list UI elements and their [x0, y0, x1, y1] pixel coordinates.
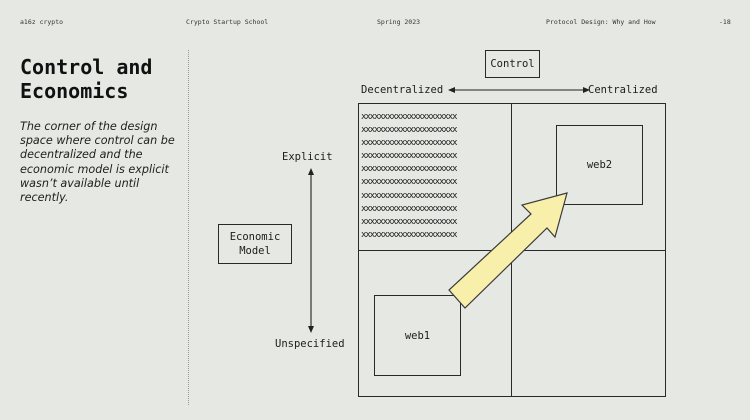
course-label: Crypto Startup School	[186, 18, 269, 26]
x-pattern-row: xxxxxxxxxxxxxxxxxxxxxx	[361, 215, 457, 227]
x-pattern-row: xxxxxxxxxxxxxxxxxxxxxx	[361, 176, 457, 188]
x-pattern-row: xxxxxxxxxxxxxxxxxxxxxx	[361, 189, 457, 201]
slide-subtitle: The corner of the design space where con…	[20, 120, 175, 205]
title-line-1: Control and	[20, 55, 153, 79]
web2-label: web2	[586, 159, 613, 171]
economic-axis-arrow	[308, 168, 314, 333]
unspecified-label: Unspecified	[275, 338, 345, 350]
x-pattern-row: xxxxxxxxxxxxxxxxxxxxxx	[361, 202, 457, 214]
web2-box: web2	[556, 125, 643, 205]
vertical-divider	[188, 50, 189, 405]
topic-label: Protocol Design: Why and How	[546, 18, 656, 26]
economic-model-line-1: Economic	[229, 231, 281, 243]
centralized-label: Centralized	[588, 84, 658, 96]
x-pattern-row: xxxxxxxxxxxxxxxxxxxxxx	[361, 163, 457, 175]
page-number: -18	[719, 18, 731, 26]
x-pattern-row: xxxxxxxxxxxxxxxxxxxxxx	[361, 137, 457, 149]
x-pattern-row: xxxxxxxxxxxxxxxxxxxxxx	[361, 124, 457, 136]
web1-box: web1	[374, 295, 461, 376]
control-axis-arrow	[448, 87, 590, 93]
economic-model-box: Economic Model	[218, 224, 292, 264]
term-label: Spring 2023	[377, 18, 421, 26]
x-pattern-row: xxxxxxxxxxxxxxxxxxxxxx	[361, 111, 457, 122]
x-pattern-row: xxxxxxxxxxxxxxxxxxxxxx	[361, 228, 457, 240]
x-pattern-row: xxxxxxxxxxxxxxxxxxxxxx	[361, 150, 457, 162]
web1-label: web1	[404, 329, 431, 342]
brand-label: a16z crypto	[20, 18, 64, 26]
title-line-2: Economics	[20, 79, 129, 103]
decentralized-explicit-quadrant: xxxxxxxxxxxxxxxxxxxxxx xxxxxxxxxxxxxxxxx…	[361, 110, 510, 247]
decentralized-label: Decentralized	[361, 84, 444, 96]
economic-model-line-2: Model	[239, 245, 271, 257]
explicit-label: Explicit	[282, 151, 333, 163]
control-box: Control	[485, 50, 540, 78]
progress-arrow	[448, 192, 568, 309]
slide-title: Control and Economics	[20, 55, 190, 103]
control-label: Control	[490, 58, 535, 70]
